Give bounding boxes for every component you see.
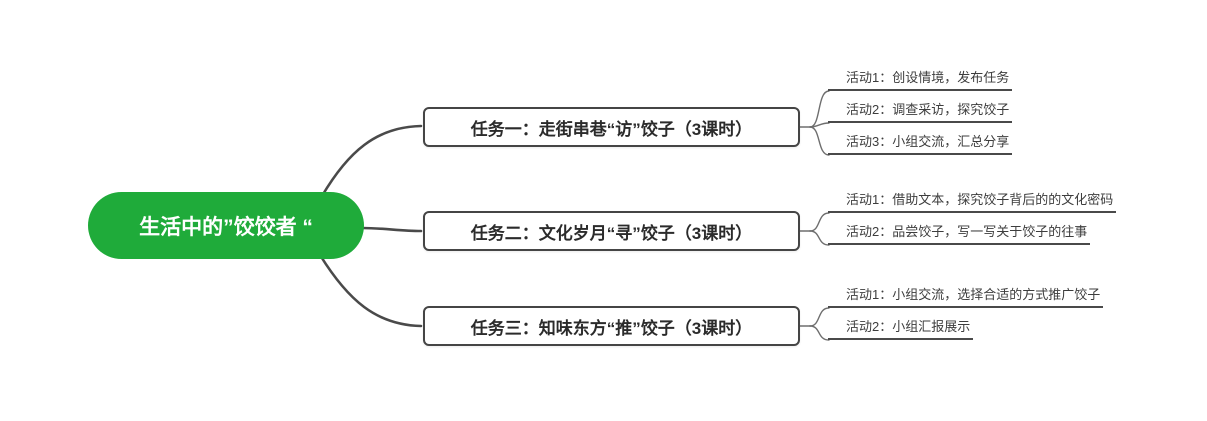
- edge-root-task1: [320, 124, 423, 198]
- edge-task2-activity1: [809, 212, 830, 232]
- activity-node-2-2[interactable]: 活动2：品尝饺子，写一写关于饺子的往事: [828, 223, 1091, 245]
- edge-task3-activity2: [809, 325, 830, 341]
- edge-root-task2: [360, 226, 423, 233]
- activity-node-3-1[interactable]: 活动1：小组交流，选择合适的方式推广饺子: [828, 286, 1104, 308]
- edge-task1-activity2: [809, 122, 830, 128]
- edge-task2-activity2: [809, 230, 830, 246]
- root-node[interactable]: 生活中的”饺饺者 “: [88, 192, 364, 259]
- task-node-3[interactable]: 任务三：知味东方“推”饺子（3课时）: [423, 306, 800, 346]
- task-node-2[interactable]: 任务二：文化岁月“寻”饺子（3课时）: [423, 211, 800, 251]
- activity-node-1-2[interactable]: 活动2：调查采访，探究饺子: [828, 101, 1013, 123]
- activity-node-2-1[interactable]: 活动1：借助文本，探究饺子背后的的文化密码: [828, 191, 1117, 213]
- edge-root-task3: [318, 253, 423, 328]
- activity-node-1-1[interactable]: 活动1：创设情境，发布任务: [828, 69, 1013, 91]
- activity-node-3-2[interactable]: 活动2：小组汇报展示: [828, 318, 974, 340]
- edge-task1-activity3: [809, 126, 830, 156]
- edge-task3-activity1: [809, 307, 830, 327]
- task-node-1[interactable]: 任务一：走街串巷“访”饺子（3课时）: [423, 107, 800, 147]
- edge-task1-activity1: [809, 90, 830, 128]
- activity-node-1-3[interactable]: 活动3：小组交流，汇总分享: [828, 133, 1013, 155]
